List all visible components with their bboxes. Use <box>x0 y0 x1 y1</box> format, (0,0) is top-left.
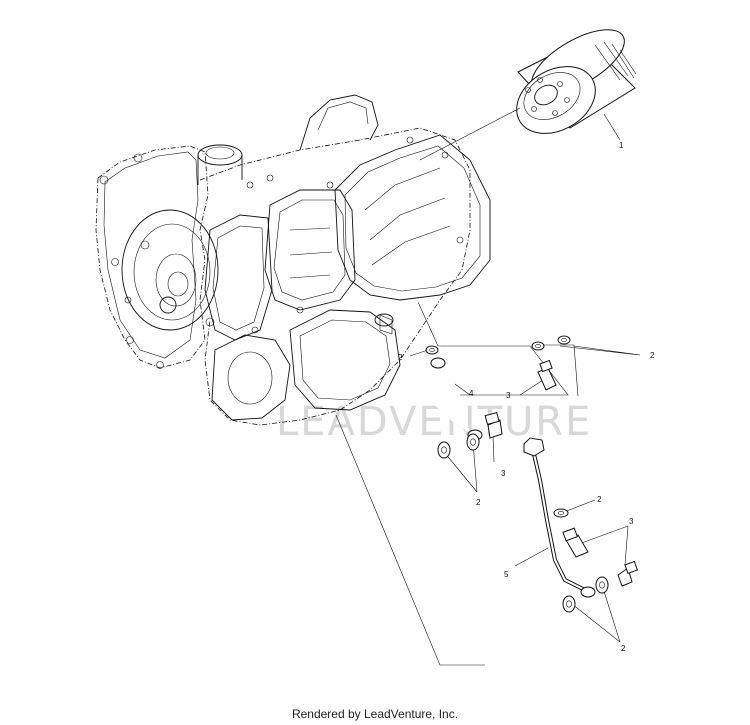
callout-labels: 1 2 2 4 3 3 2 2 3 5 2 <box>398 141 655 653</box>
callout-bolt-upper: 3 <box>506 391 511 400</box>
callout-filter: 1 <box>619 141 624 150</box>
leader-lines <box>335 107 641 666</box>
callout-line-upper: 4 <box>469 389 474 398</box>
oil-line-upper <box>426 349 483 441</box>
watermark-text: LEADVENTURE <box>276 399 592 445</box>
footer-credit: Rendered by LeadVenture, Inc. <box>291 707 459 721</box>
callout-washers-middle: 2 <box>476 498 481 507</box>
oil-filter <box>516 29 637 134</box>
parts-diagram: LEADVENTURE <box>95 29 655 666</box>
callout-washer-upper-left: 2 <box>398 353 403 362</box>
engine-crankcase <box>95 94 491 426</box>
callout-washers-bottom: 2 <box>621 644 626 653</box>
callout-washer-lower: 2 <box>597 495 602 504</box>
oil-line-lower <box>523 437 596 598</box>
sealing-washers <box>425 335 609 613</box>
banjo-bolts <box>484 359 639 587</box>
callout-bolts-lower: 3 <box>629 517 634 526</box>
callout-line-lower: 5 <box>504 570 509 579</box>
callout-washers-upper-right: 2 <box>650 351 655 360</box>
callout-bolt-middle: 3 <box>501 469 506 478</box>
